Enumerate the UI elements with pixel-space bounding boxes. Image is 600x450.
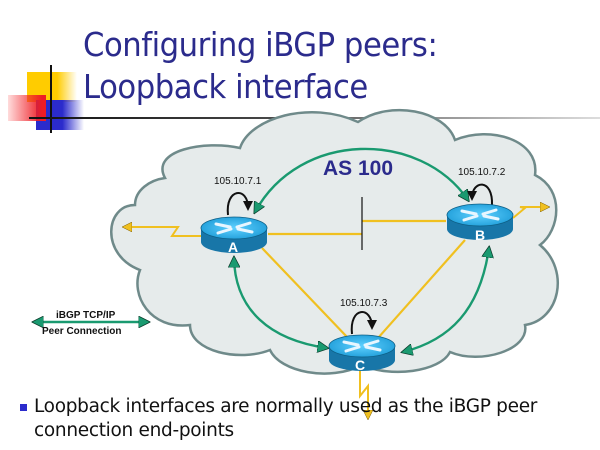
serial-link-a [124,227,202,237]
peering-a-b [255,147,468,212]
router-b-label: B [475,227,485,243]
router-b[interactable] [446,203,514,240]
loopback-b-icon [467,183,494,206]
decor-vertical-line [50,65,52,133]
router-a[interactable] [200,216,268,253]
serial-link-b [512,207,548,219]
ibgp-peerings [234,147,489,352]
as-cloud [110,108,559,375]
loopback-ip-c: 105.10.7.3 [340,298,388,309]
serial-link-c [359,368,368,418]
router-arrows-icon [460,208,500,222]
router-c[interactable] [328,334,396,371]
loopback-c-icon [350,311,377,335]
peering-a-c [234,258,327,348]
router-arrows-icon [342,339,382,353]
router-a-label: A [228,239,238,255]
bullet-icon [20,404,27,411]
title-line-2: Loopback interface [83,67,368,106]
legend-line-1: iBGP TCP/IP [56,310,116,321]
peering-b-c [403,248,489,352]
as-label: AS 100 [323,157,393,180]
router-arrows-icon [214,221,254,235]
loopback-a-icon [226,191,253,216]
title-line-1: Configuring iBGP peers: [83,25,438,64]
decor-red-square [8,95,46,121]
slide-title: Configuring iBGP peers: Loopback interfa… [83,24,438,108]
legend-line-2: Peer Connection [42,326,122,337]
bullet-text: Loopback interfaces are normally used as… [34,396,538,441]
loopback-ip-a: 105.10.7.1 [214,176,262,187]
router-c-label: C [355,357,365,373]
loopback-ip-b: 105.10.7.2 [458,167,506,178]
